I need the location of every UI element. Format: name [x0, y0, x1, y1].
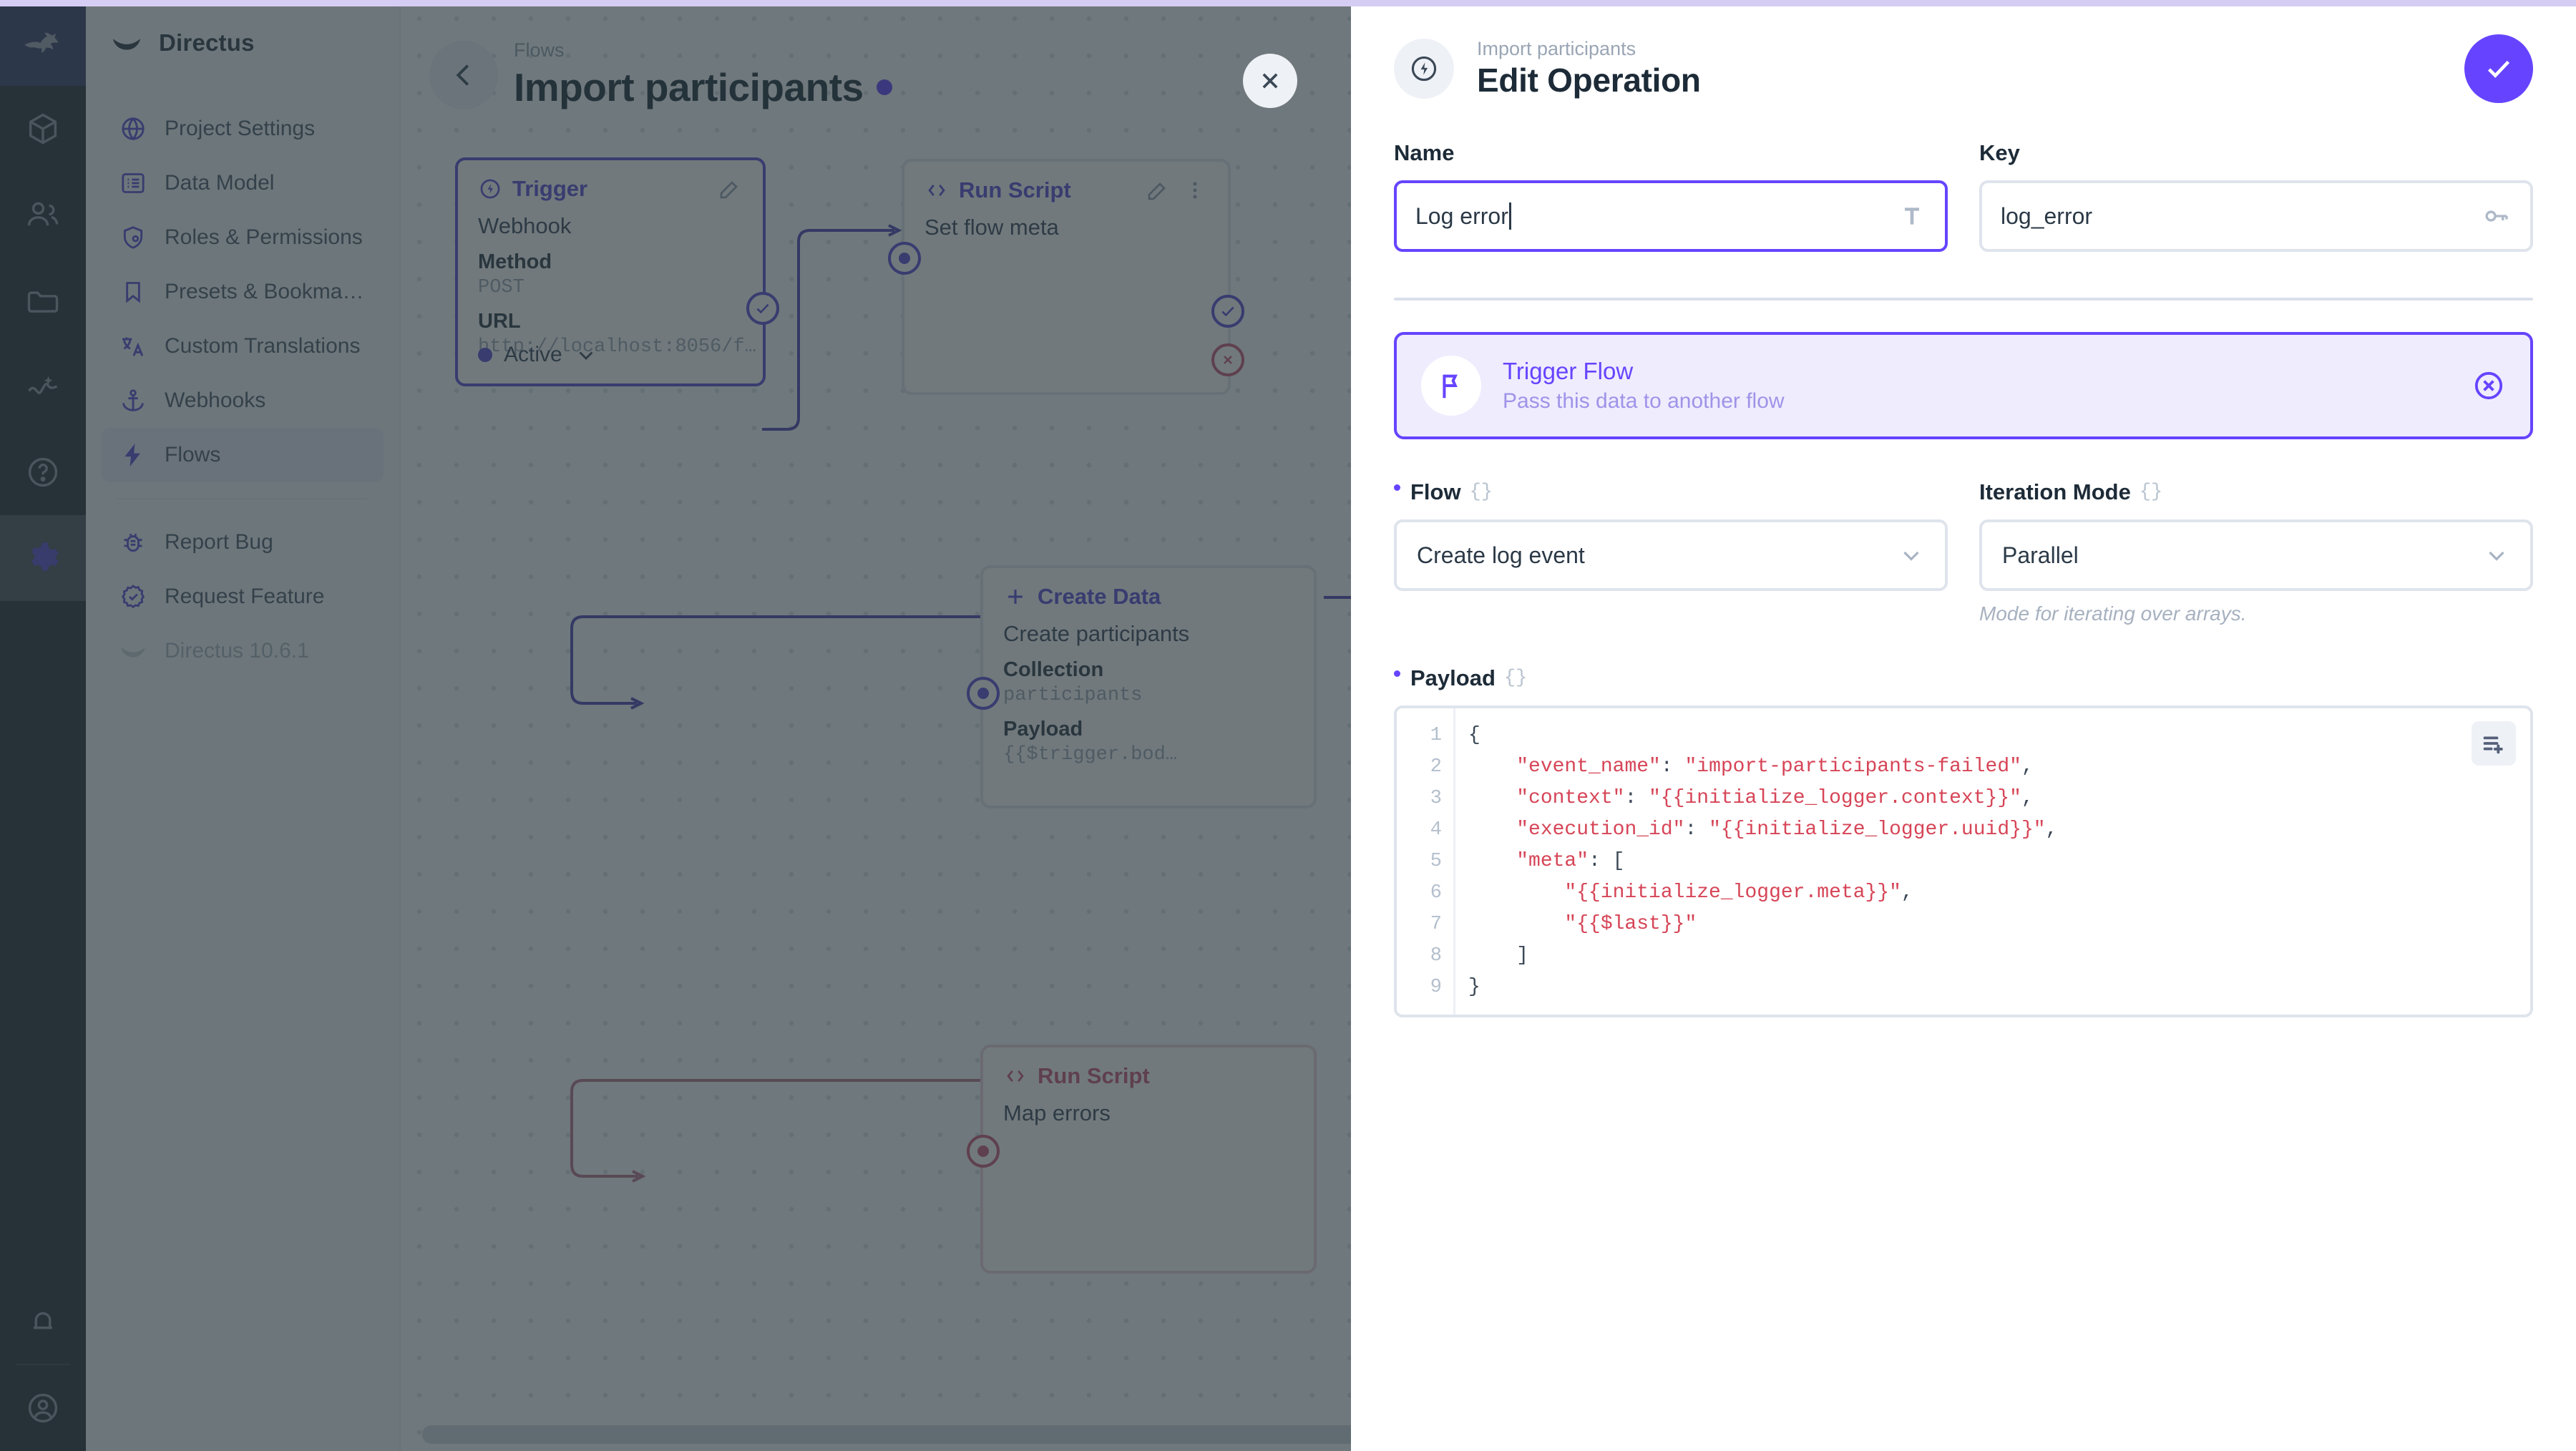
close-icon — [1262, 73, 1278, 89]
code-line: "{{$last}}" — [1564, 913, 1697, 935]
edit-operation-drawer: Import participants Edit Operation Name … — [1351, 0, 2576, 1451]
code-line-numbers: 1 2 3 4 5 6 7 8 9 — [1397, 708, 1455, 1015]
payload-code-editor[interactable]: 1 2 3 4 5 6 7 8 9 { "event_name": "import-partic… — [1394, 705, 2533, 1017]
code-line-number: 3 — [1430, 788, 1442, 809]
iteration-mode-select[interactable]: Parallel — [1979, 519, 2533, 591]
playlist-add-icon[interactable] — [2472, 721, 2516, 766]
save-button[interactable] — [2464, 34, 2533, 103]
drawer-body: Name Log error Key log_error — [1351, 140, 2576, 1017]
drawer-breadcrumb: Import participants — [1477, 38, 1636, 60]
key-icon — [2482, 201, 2512, 231]
code-line: ] — [1468, 944, 1529, 967]
flow-field-label-text: Flow — [1410, 479, 1461, 504]
code-line: "meta": [ — [1516, 850, 1625, 872]
key-field-label: Key — [1979, 140, 2020, 165]
loading-progress-bar — [0, 0, 2576, 6]
name-field-group: Name Log error — [1394, 140, 1948, 252]
code-line-number: 5 — [1430, 851, 1442, 872]
code-line: { — [1468, 724, 1480, 746]
name-input-value: Log error — [1415, 202, 1508, 229]
key-input-value: log_error — [2001, 202, 2093, 229]
close-circle-icon[interactable] — [2472, 368, 2506, 403]
code-line: "event_name": "import-participants-faile… — [1516, 756, 2034, 778]
code-line: "{{initialize_logger.meta}}", — [1564, 881, 1913, 904]
flag-icon — [1421, 356, 1481, 416]
payload-braces: {} — [1503, 668, 1528, 689]
iteration-mode-note: Mode for iterating over arrays. — [1979, 602, 2247, 625]
key-field-group: Key log_error — [1979, 140, 2533, 252]
name-input[interactable]: Log error — [1394, 180, 1948, 252]
key-input[interactable]: log_error — [1979, 180, 2533, 252]
iteration-mode-label: Iteration Mode {} — [1979, 479, 2533, 505]
code-line: } — [1468, 976, 1480, 998]
iteration-mode-field-group: Iteration Mode {} Parallel Mode for iter… — [1979, 479, 2533, 625]
iteration-mode-braces: {} — [2139, 482, 2163, 503]
code-line-number: 8 — [1430, 945, 1442, 967]
chevron-down-icon — [2483, 542, 2510, 569]
code-line-number: 2 — [1430, 756, 1442, 778]
check-icon — [2487, 60, 2510, 78]
chevron-down-icon — [1898, 542, 1925, 569]
code-line: "execution_id": "{{initialize_logger.uui… — [1516, 819, 2058, 841]
iteration-mode-label-text: Iteration Mode — [1979, 479, 2131, 504]
code-line: "context": "{{initialize_logger.context}… — [1516, 787, 2034, 809]
banner-title: Trigger Flow — [1503, 358, 1634, 384]
drawer-header: Import participants Edit Operation — [1351, 0, 2576, 103]
code-line-number: 4 — [1430, 819, 1442, 841]
flow-select[interactable]: Create log event — [1394, 519, 1948, 591]
iteration-mode-value: Parallel — [2002, 542, 2079, 568]
flow-field-braces: {} — [1469, 482, 1493, 503]
payload-field-group: Payload {} 1 2 3 4 5 6 7 8 9 { "event_name": "im… — [1394, 665, 2533, 1017]
section-divider — [1394, 298, 2533, 301]
trigger-bolt-icon — [1394, 39, 1454, 99]
code-line-number: 1 — [1430, 725, 1442, 746]
code-line-number: 7 — [1430, 914, 1442, 935]
text-format-icon — [1898, 202, 1926, 230]
flow-field-label: Flow {} — [1394, 479, 1948, 505]
code-content[interactable]: { "event_name": "import-participants-fai… — [1455, 708, 2530, 1015]
banner-subtitle: Pass this data to another flow — [1503, 389, 1785, 413]
flow-field-group: Flow {} Create log event — [1394, 479, 1948, 625]
close-drawer-button[interactable] — [1243, 54, 1297, 108]
operation-type-banner[interactable]: Trigger Flow Pass this data to another f… — [1394, 332, 2533, 439]
payload-label-text: Payload — [1410, 665, 1496, 690]
code-line-number: 9 — [1430, 977, 1442, 998]
payload-label: Payload {} — [1394, 665, 2533, 691]
name-field-label: Name — [1394, 140, 1455, 165]
text-caret — [1508, 202, 1511, 230]
flow-select-value: Create log event — [1417, 542, 1585, 568]
drawer-title: Edit Operation — [1477, 61, 1701, 99]
code-line-number: 6 — [1430, 882, 1442, 904]
